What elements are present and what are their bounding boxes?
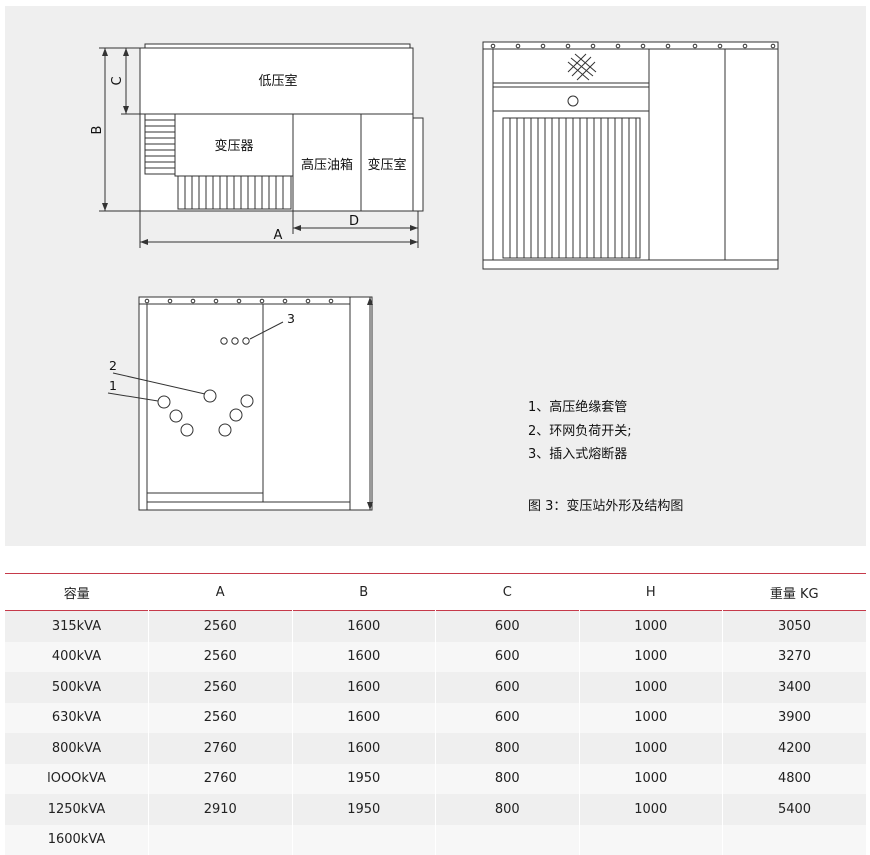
table-cell: 1000 — [579, 733, 723, 764]
table-cell: 5400 — [723, 794, 867, 825]
table-cell: 1950 — [292, 764, 436, 795]
col-b: B — [292, 574, 436, 611]
col-h: H — [579, 574, 723, 611]
table-cell: 1250kVA — [5, 794, 149, 825]
table-cell: 1000 — [579, 794, 723, 825]
table-cell: 2560 — [149, 672, 293, 703]
table-cell: 800 — [436, 764, 580, 795]
table-cell — [723, 825, 867, 855]
table-cell: 600 — [436, 611, 580, 642]
table-cell — [436, 825, 580, 855]
table-cell — [149, 825, 293, 855]
dim-c-label: C — [110, 76, 125, 85]
front-fins — [503, 118, 640, 258]
dimension-d: D — [293, 211, 418, 234]
table-cell: 2910 — [149, 794, 293, 825]
dim-b-label: B — [90, 126, 105, 135]
col-a: A — [149, 574, 293, 611]
drawing-canvas: 低压室 变压器 高压油箱 变压室 B C A — [5, 6, 866, 546]
table-cell: 1600 — [292, 733, 436, 764]
figure-caption: 图 3：变压站外形及结构图 — [528, 495, 683, 514]
plug-in-fuses — [221, 338, 249, 344]
table-cell: 2760 — [149, 764, 293, 795]
table-cell: 1600kVA — [5, 825, 149, 855]
table-cell: 3400 — [723, 672, 867, 703]
front-gauge — [568, 96, 578, 106]
table-cell: 3050 — [723, 611, 867, 642]
table-cell: 2560 — [149, 642, 293, 673]
dimension-c: C — [110, 48, 140, 114]
table-cell: 400kVA — [5, 642, 149, 673]
table-cell: 4800 — [723, 764, 867, 795]
table-cell — [292, 825, 436, 855]
structure-drawing: 低压室 变压器 高压油箱 变压室 B C A — [5, 6, 866, 546]
table-cell: 1600 — [292, 611, 436, 642]
table-cell: 2760 — [149, 733, 293, 764]
side-view: 低压室 变压器 高压油箱 变压室 B C A — [90, 44, 423, 248]
legend-item-1: 1、高压绝缘套管 — [528, 396, 627, 415]
callout-1: 1 — [109, 378, 117, 393]
legend-item-2: 2、环网负荷开关; — [528, 420, 632, 439]
table-cell: 800 — [436, 794, 580, 825]
table-cell: 1950 — [292, 794, 436, 825]
dim-d-label: D — [349, 214, 359, 229]
table-cell: 1000 — [579, 672, 723, 703]
table-row: 1600kVA — [5, 825, 866, 855]
table-cell: 1000 — [579, 611, 723, 642]
table-cell — [579, 825, 723, 855]
bottom-radiator — [178, 176, 291, 209]
callout-2: 2 — [109, 358, 117, 373]
dimension-b: B — [90, 48, 140, 211]
table-cell: 2560 — [149, 611, 293, 642]
table-cell: 1600 — [292, 703, 436, 734]
table-cell: 600 — [436, 642, 580, 673]
left-radiator — [145, 114, 175, 174]
table-cell: 500kVA — [5, 672, 149, 703]
table-cell: 600 — [436, 672, 580, 703]
table-cell: 1000 — [579, 764, 723, 795]
hv-oil-tank-label: 高压油箱 — [301, 157, 353, 173]
table-cell: 1000 — [579, 642, 723, 673]
dim-a-label: A — [274, 228, 283, 243]
transformer-room-label: 变压室 — [367, 157, 406, 173]
table-cell: lOOOkVA — [5, 764, 149, 795]
ring-main-switch — [204, 390, 216, 402]
table-cell: 2560 — [149, 703, 293, 734]
top-view: 3 2 1 — [108, 297, 373, 510]
table-cell: 800 — [436, 733, 580, 764]
table-cell: 1600 — [292, 642, 436, 673]
header-row: 容量 A B C H 重量 KG — [5, 574, 866, 611]
spec-table-header: 容量 A B C H 重量 KG — [5, 574, 866, 611]
table-cell: 4200 — [723, 733, 867, 764]
col-capacity: 容量 — [5, 574, 149, 611]
transformer-label: 变压器 — [214, 138, 253, 154]
col-weight: 重量 KG — [723, 574, 867, 611]
legend-item-3: 3、插入式熔断器 — [528, 443, 627, 462]
table-cell: 3900 — [723, 703, 867, 734]
table-cell: 315kVA — [5, 611, 149, 642]
col-c: C — [436, 574, 580, 611]
dimension-a: A — [140, 211, 418, 248]
table-cell: 3270 — [723, 642, 867, 673]
callout-3: 3 — [287, 311, 295, 326]
table-cell: 1000 — [579, 703, 723, 734]
table-cell: 1600 — [292, 672, 436, 703]
table-cell: 600 — [436, 703, 580, 734]
table-cell: 630kVA — [5, 703, 149, 734]
low-voltage-room-label: 低压室 — [258, 73, 297, 89]
front-view — [483, 42, 778, 269]
table-cell: 800kVA — [5, 733, 149, 764]
